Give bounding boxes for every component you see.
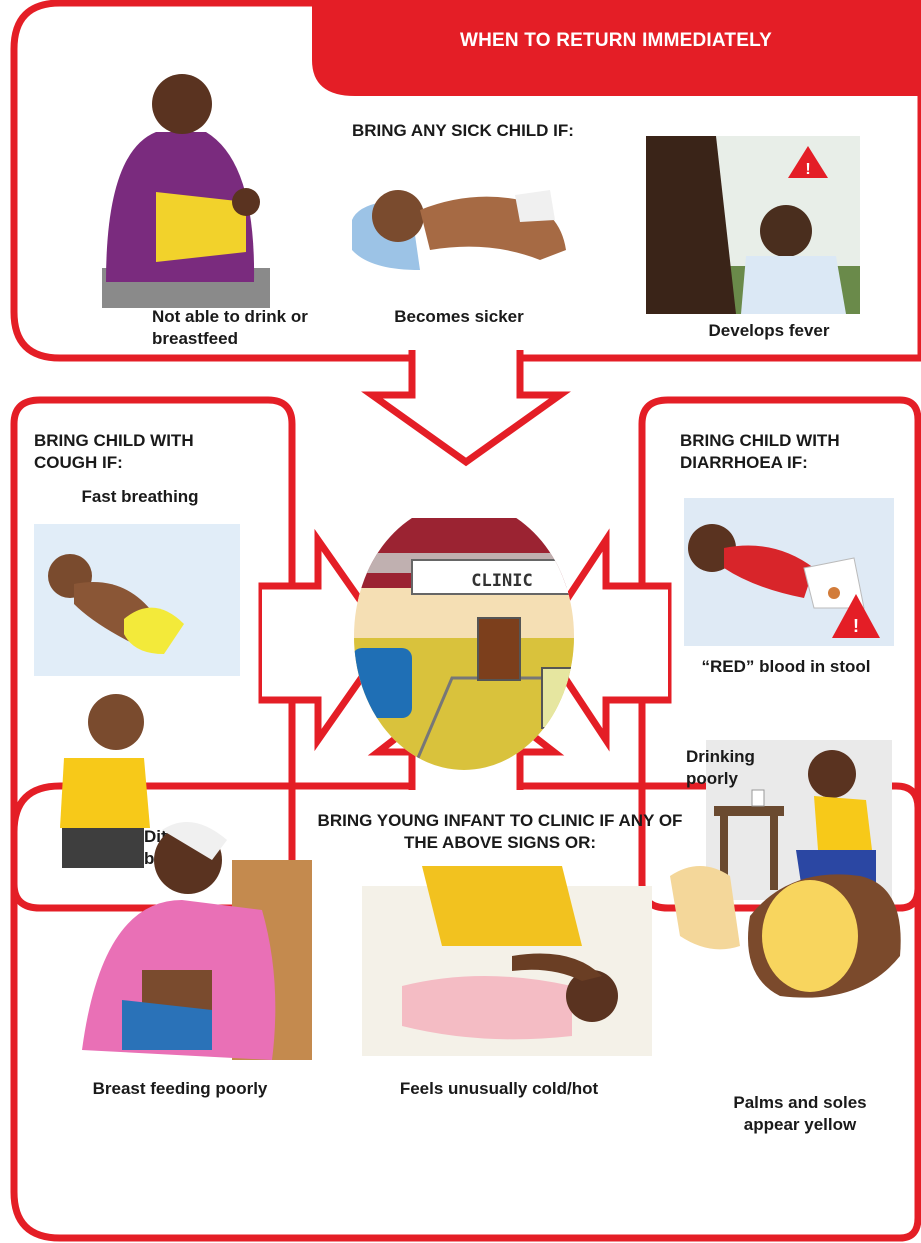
right-item-2-caption-line2: poorly <box>686 769 738 788</box>
clinic-sign-text: CLINIC <box>471 571 532 591</box>
svg-text:!: ! <box>805 161 810 178</box>
top-item-2-caption: Becomes sicker <box>394 307 524 326</box>
bottom-panel-heading-line1: BRING YOUNG INFANT TO CLINIC IF ANY OF <box>317 811 683 830</box>
mother-breastfeeding-poorly-illustration <box>82 822 312 1060</box>
banner-tab <box>312 3 921 96</box>
mother-breastfeeding-illustration <box>102 74 270 308</box>
infant-cold-hot-illustration <box>362 866 652 1056</box>
right-item-1-caption: “RED” blood in stool <box>701 657 871 676</box>
bottom-item-2-caption: Feels unusually cold/hot <box>399 1079 599 1098</box>
top-item-1-caption-line1: Not able to drink or <box>152 307 308 326</box>
top-panel-heading: BRING ANY SICK CHILD IF: <box>352 121 574 140</box>
top-panel-frame <box>10 0 921 362</box>
right-item-2-caption-line1: Drinking <box>686 747 755 766</box>
sick-child-lying-illustration <box>352 190 566 270</box>
left-panel-heading-line2: COUGH IF: <box>34 453 123 472</box>
bottom-panel-heading-line2: THE ABOVE SIGNS OR: <box>403 833 597 852</box>
baby-fast-breathing-illustration <box>34 524 240 676</box>
child-with-fever-illustration: ! <box>646 136 860 314</box>
down-arrow <box>361 350 571 467</box>
clinic-building-illustration: CLINIC <box>354 502 574 770</box>
top-item-1-caption-line2: breastfeed <box>152 329 238 348</box>
bottom-item-1-caption: Breast feeding poorly <box>92 1079 268 1098</box>
right-panel-heading-line2: DIARRHOEA IF: <box>680 453 808 472</box>
bottom-item-3-caption-line1: Palms and soles <box>733 1093 867 1112</box>
top-item-3-caption: Develops fever <box>708 321 830 340</box>
svg-text:!: ! <box>853 616 859 636</box>
right-panel-heading-line1: BRING CHILD WITH <box>680 431 840 450</box>
bottom-item-3-caption-line2: appear yellow <box>743 1115 857 1134</box>
banner-title: WHEN TO RETURN IMMEDIATELY <box>459 30 773 51</box>
child-difficult-breathing-illustration <box>60 694 150 868</box>
right-panel-frame <box>638 396 921 912</box>
left-panel-heading-line1: BRING CHILD WITH <box>34 431 194 450</box>
yellow-palms-soles-illustration <box>670 866 901 998</box>
bottom-panel-frame <box>10 782 921 1242</box>
left-item-1-caption: Fast breathing <box>81 487 199 506</box>
child-blood-in-stool-illustration: ! <box>684 498 894 646</box>
child-drinking-poorly-illustration <box>706 740 892 900</box>
